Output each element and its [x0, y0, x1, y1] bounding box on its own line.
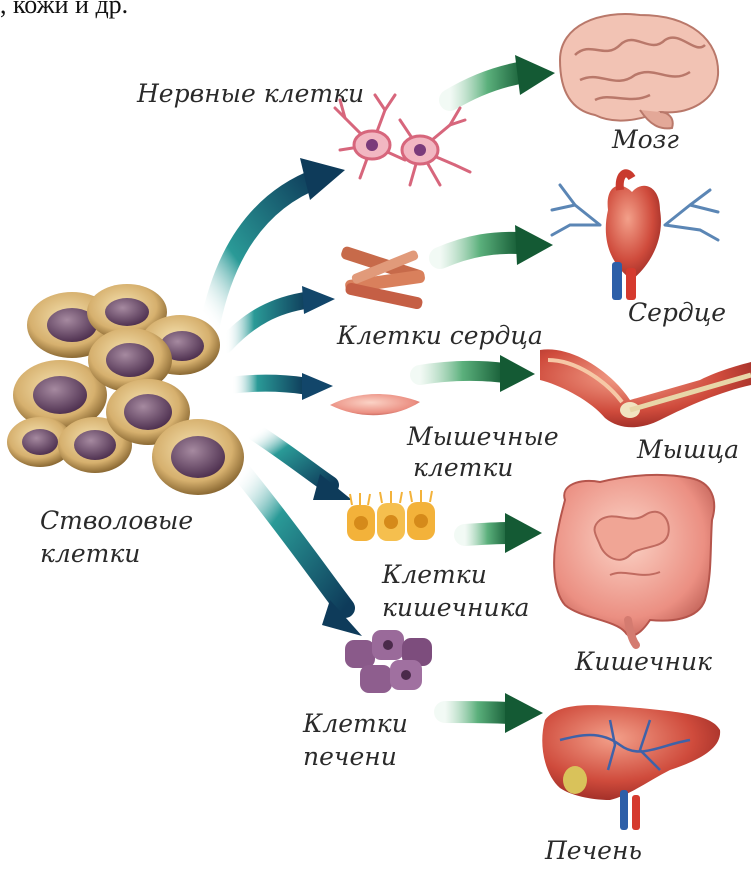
intestine-cells-label-line1: Клетки [382, 559, 487, 591]
intestine-cells-illustration [347, 490, 435, 541]
arrow-to-muscle-cells [232, 373, 333, 400]
liver-cells-label-line2: печени [303, 741, 397, 773]
liver-label: Печень [545, 835, 642, 867]
heart-cells-illustration [340, 245, 426, 310]
muscle-label: Мышца [637, 434, 739, 466]
muscle-organ-illustration [540, 349, 751, 427]
heart-cells-label: Клетки сердца [337, 320, 543, 352]
muscle-cells-label-line1: Мышечные [407, 421, 559, 453]
muscle-cell-illustration [330, 394, 420, 415]
heart-organ-illustration [552, 173, 718, 300]
liver-organ-illustration [542, 705, 720, 830]
stem-cells-label-line1: Стволовые [40, 505, 193, 537]
arrow-to-liver [445, 693, 543, 733]
arrow-to-intestine-cells [255, 432, 352, 500]
arrow-to-muscle [420, 355, 535, 392]
arrow-to-brain [450, 55, 555, 100]
muscle-cells-label-line2: клетки [413, 452, 513, 484]
arrow-to-heart-cells [225, 286, 335, 345]
intestine-label: Кишечник [575, 646, 712, 678]
brain-organ-illustration [560, 14, 718, 128]
liver-cells-illustration [345, 630, 432, 693]
brain-label: Мозг [612, 124, 679, 156]
stem-cells-label-line2: клетки [40, 538, 140, 570]
nerve-cells-label: Нервные клетки [137, 78, 364, 110]
liver-cells-label-line1: Клетки [303, 708, 408, 740]
intestine-cells-label-line2: кишечника [382, 592, 529, 624]
arrow-to-intestine [465, 513, 542, 553]
intestine-organ-illustration [554, 475, 714, 645]
heart-label: Сердце [628, 297, 726, 329]
arrow-to-heart [440, 225, 553, 265]
